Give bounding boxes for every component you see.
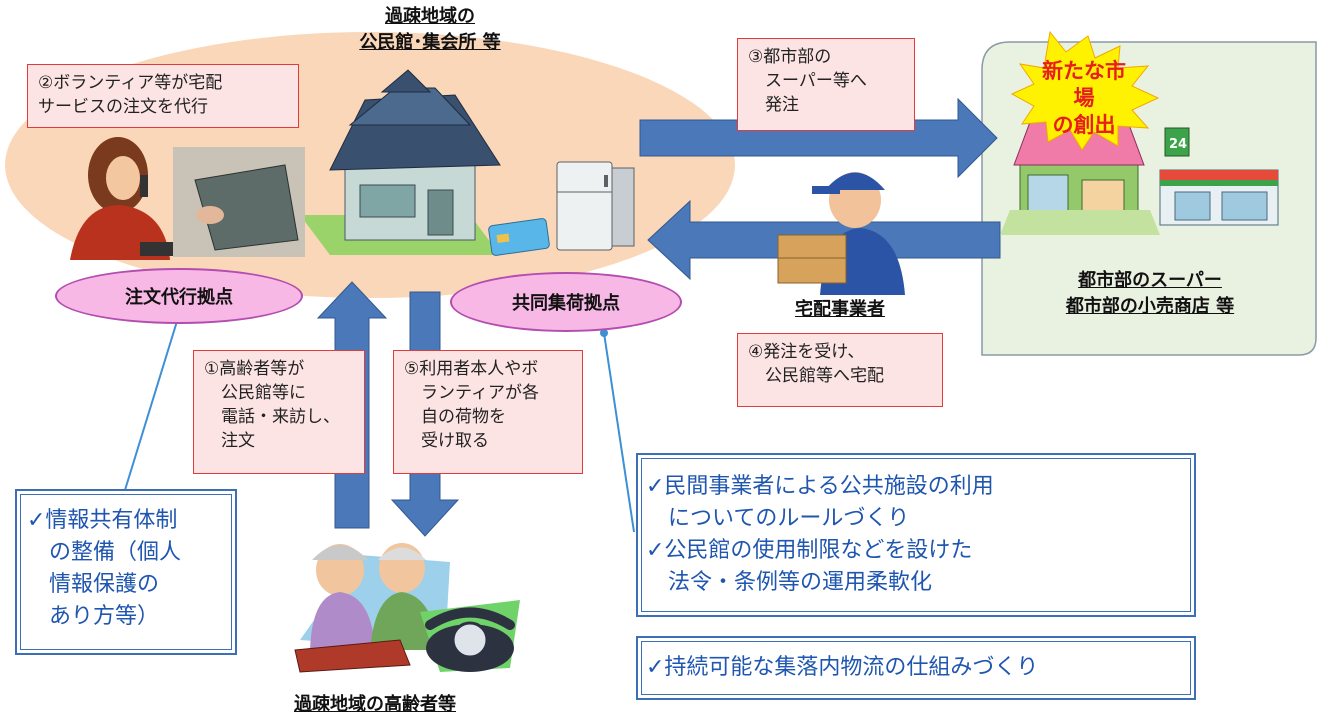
svg-text:24: 24 — [1169, 137, 1187, 152]
connector-collection-hub-dot — [600, 329, 608, 337]
community-center-label: 過疎地域の 公民館･集会所 等 — [359, 6, 501, 53]
step2-box: ②ボランティア等が宅配 サービスの注文を代行 — [27, 64, 299, 128]
public-facility-text: ✓民間事業者による公共施設の利用 についてのルールづくり ✓公民館の使用制限など… — [646, 474, 994, 595]
urban-stores-label: 都市部のスーパー 都市部の小売商店 等 — [1065, 270, 1235, 317]
info-sharing-note: ✓情報共有体制 の整備（個人 情報保護の あり方等） — [15, 489, 237, 655]
new-market-burst — [1010, 30, 1160, 151]
connector-order-hub — [124, 317, 179, 491]
delivery-man-icon — [777, 172, 905, 295]
info-sharing-text: ✓情報共有体制 の整備（個人 情報保護の あり方等） — [27, 508, 182, 629]
elderly-label: 過疎地域の高齢者等 — [294, 694, 456, 715]
tablet-icon — [173, 147, 305, 257]
connector-collection-hub — [603, 332, 635, 533]
elderly-couple-icon — [294, 543, 450, 673]
step4-box: ④発注を受け、 公民館等へ宅配 — [737, 333, 943, 407]
woman-phone-icon — [70, 137, 180, 260]
sustainable-text: ✓持続可能な集落内物流の仕組みづくり — [646, 655, 1039, 680]
storefront-icon — [1000, 121, 1160, 235]
order-hub-pill: 注文代行拠点 — [55, 268, 303, 324]
public-facility-note: ✓民間事業者による公共施設の利用 についてのルールづくり ✓公民館の使用制限など… — [636, 453, 1196, 617]
delivery-company-label: 宅配事業者 — [795, 299, 885, 320]
refrigerator-icon — [556, 161, 635, 251]
collection-hub-pill: 共同集荷拠点 — [450, 272, 682, 332]
house-icon — [300, 69, 501, 255]
step1-box: ①高齢者等が 公民館等に 電話・来訪し、 注文 — [193, 350, 365, 474]
rotary-phone-icon — [420, 600, 520, 672]
step5-box: ⑤利用者本人やボ ランティアが各 自の荷物を 受け取る — [393, 350, 583, 474]
credit-card-icon — [488, 218, 550, 256]
convenience-store-icon: 24 — [1159, 127, 1279, 226]
step3-box: ③都市部の スーパー等へ 発注 — [737, 38, 915, 131]
new-market-text: 新たな市場 の創出 — [1042, 59, 1126, 137]
arrow-to-urban — [639, 97, 998, 179]
sustainable-note: ✓持続可能な集落内物流の仕組みづくり — [636, 636, 1196, 700]
